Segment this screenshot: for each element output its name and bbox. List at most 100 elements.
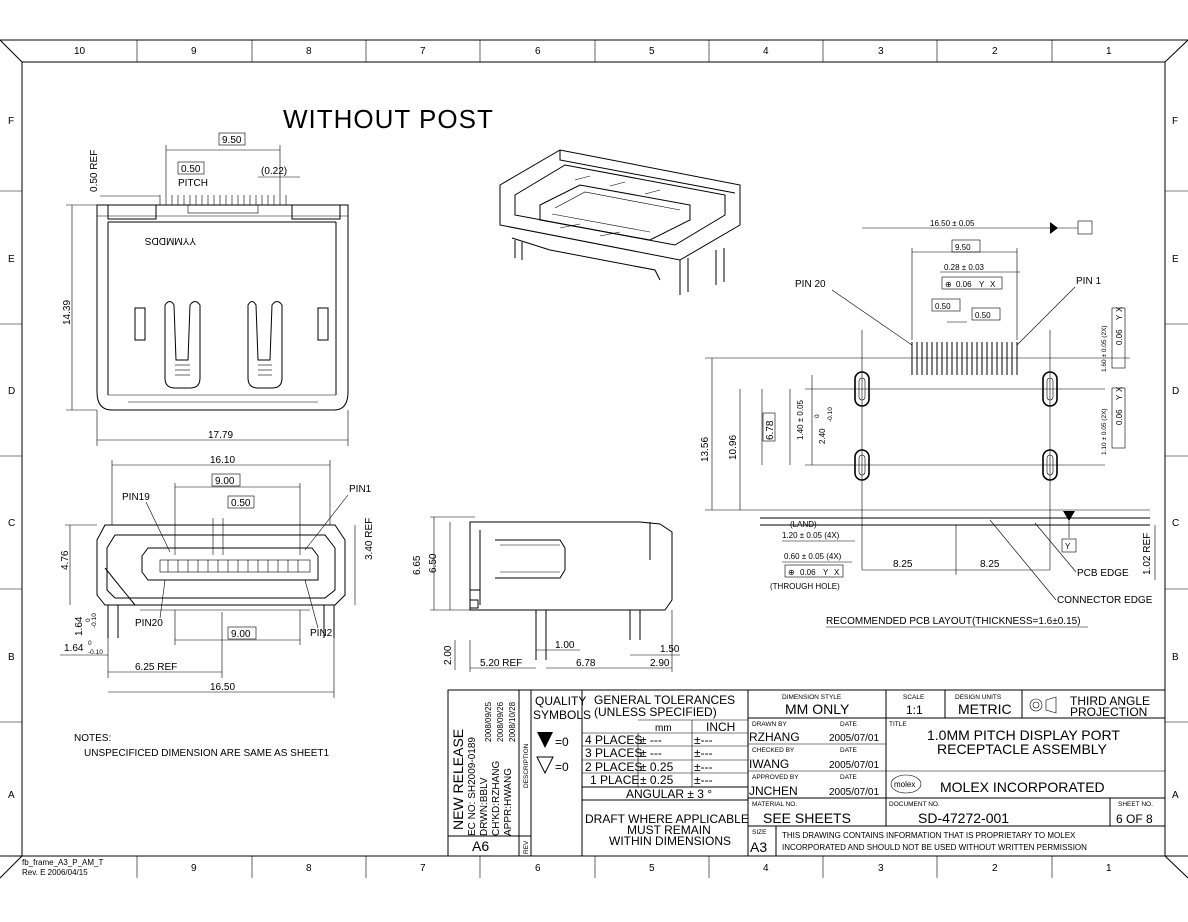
pcb-layout: 16.50 ± 0.05 9.50 0.28 ± 0.03 ⊕ 0.06 Y X… [700, 219, 1156, 628]
dim-label: 0 [814, 414, 821, 418]
places-label: 3 PLACES [585, 746, 642, 760]
pin-label: PIN 1 [1076, 276, 1101, 287]
col-label: 2 [992, 863, 998, 874]
isometric-view [499, 149, 741, 295]
approved-date: 2005/07/01 [829, 787, 879, 798]
sheet-size: A3 [750, 839, 767, 855]
col-label: 7 [420, 863, 426, 874]
dim-label: PITCH [178, 178, 208, 189]
dim-label: 6.78 [576, 658, 596, 669]
dim-label: 1.10 ± 0.05 (2X) [1101, 408, 1108, 455]
row-label: A [8, 790, 15, 801]
dim-label: 10.96 [728, 435, 739, 460]
dim-label: 6.25 REF [135, 662, 177, 673]
dim-label: 0.50 [935, 302, 951, 311]
dim-label: 0.50 [231, 498, 251, 509]
dim-label: -0.10 [88, 649, 103, 656]
col-label: 5 [649, 46, 655, 57]
frame-rev: Rev. E 2006/04/15 [22, 868, 88, 877]
col-label: 2 [992, 46, 998, 57]
pin-label: PIN20 [135, 618, 163, 629]
quality-triangle-outline-icon [536, 756, 554, 775]
dim-label: 16.50 ± 0.05 [930, 219, 975, 228]
drawn-by: RZHANG [749, 730, 800, 744]
checked-date: 2005/07/01 [829, 760, 879, 771]
projection: PROJECTION [1070, 705, 1147, 719]
col-label: 4 [763, 863, 769, 874]
dim-label: 9.00 [215, 476, 235, 487]
dim-label: 8.25 [893, 559, 913, 570]
row-label: C [8, 518, 15, 529]
places-inch: ±--- [694, 733, 713, 747]
dim-label: 3.40 REF [364, 518, 375, 560]
dim-label: X [1115, 306, 1124, 312]
tol-datum: Y [823, 568, 829, 577]
dim-label: 2.40 [818, 428, 827, 444]
quality-eq: =0 [555, 735, 569, 749]
sheet-label: SHEET NO. [1118, 801, 1153, 808]
col-label: 6 [535, 46, 541, 57]
row-label: B [8, 652, 15, 663]
dim-label: 14.39 [62, 300, 73, 325]
connector-edge-label: CONNECTOR EDGE [1057, 595, 1153, 606]
dim-label: -0.10 [91, 613, 98, 628]
dim-label: 9.50 [222, 135, 242, 146]
dim-label: 1.64 [64, 643, 84, 654]
pcb-edge-label: PCB EDGE [1077, 568, 1129, 579]
drawn-by-label: DRAWN BY [752, 721, 787, 728]
approved-label: APPROVED BY [752, 774, 799, 781]
top-view: YYMMDDS 9.50 0.50 PITCH (0.22) 0.50 REF … [62, 132, 349, 446]
position-symbol: ⊕ [788, 568, 795, 577]
inch-label: INCH [706, 720, 735, 734]
row-label: C [1172, 518, 1179, 529]
quality-triangle-icon [537, 732, 553, 748]
col-label: 9 [191, 863, 197, 874]
dim-label: 9.50 [955, 243, 971, 252]
document-number: SD-47272-001 [918, 810, 1009, 826]
side-view: 6.65 6.50 2.00 5.20 REF 1.00 6.78 1.50 2… [412, 516, 680, 672]
row-label: D [1172, 386, 1179, 397]
dim-label: 16.50 [210, 682, 235, 693]
drawing-title: 1.0MM PITCH DISPLAY PORT [927, 727, 1120, 743]
places-label: 1 PLACE [590, 773, 639, 787]
row-label: F [1172, 116, 1178, 127]
quality-eq: =0 [555, 760, 569, 774]
projection-symbol-icon [1029, 698, 1043, 712]
col-label: 7 [420, 46, 426, 57]
places-inch: ±--- [694, 773, 713, 787]
col-label: 1 [1106, 863, 1112, 874]
projection: THIRD ANGLE [1070, 694, 1150, 708]
places-label: 2 PLACES [585, 760, 642, 774]
col-label: 3 [878, 46, 884, 57]
mm-label: mm [655, 723, 672, 734]
dim-label: 5.20 REF [480, 658, 522, 669]
drawn-by-rev: DRWN:BBLV [479, 777, 490, 836]
dim-label: 6.65 [412, 555, 423, 575]
draft-note: DRAFT WHERE APPLICABLE [585, 812, 749, 826]
places-mm: ± --- [640, 733, 662, 747]
pcb-caption: RECOMMENDED PCB LAYOUT(THICKNESS=1.6±0.1… [826, 616, 1081, 627]
places-mm: ± 0.25 [640, 760, 674, 774]
rev-date: 2008/10/28 [508, 701, 517, 742]
dim-label: 0.28 ± 0.03 [944, 263, 985, 272]
tol-datum: X [990, 280, 996, 289]
pin-label: PIN19 [122, 492, 150, 503]
units-label: DESIGN UNITS [955, 694, 1002, 701]
pin-label: PIN1 [349, 484, 372, 495]
dim-label: 9.00 [231, 629, 251, 640]
rev-date: 2008/09/26 [496, 701, 505, 742]
col-label: 8 [306, 46, 312, 57]
places-inch: ±--- [694, 746, 713, 760]
document-label: DOCUMENT NO. [889, 801, 940, 808]
places-inch: ±--- [694, 760, 713, 774]
dim-label: 4.76 [60, 550, 71, 570]
dim-style: MM ONLY [785, 701, 850, 717]
date-label: DATE [840, 721, 858, 728]
notes-title: NOTES: [74, 733, 111, 744]
dim-label: (LAND) [790, 520, 817, 529]
rev-date: 2008/09/25 [484, 701, 493, 742]
quality-label: SYMBOLS [533, 708, 591, 722]
dim-label: 1.60 ± 0.05 (2X) [1101, 325, 1108, 372]
dim-label: 2.90 [650, 658, 670, 669]
